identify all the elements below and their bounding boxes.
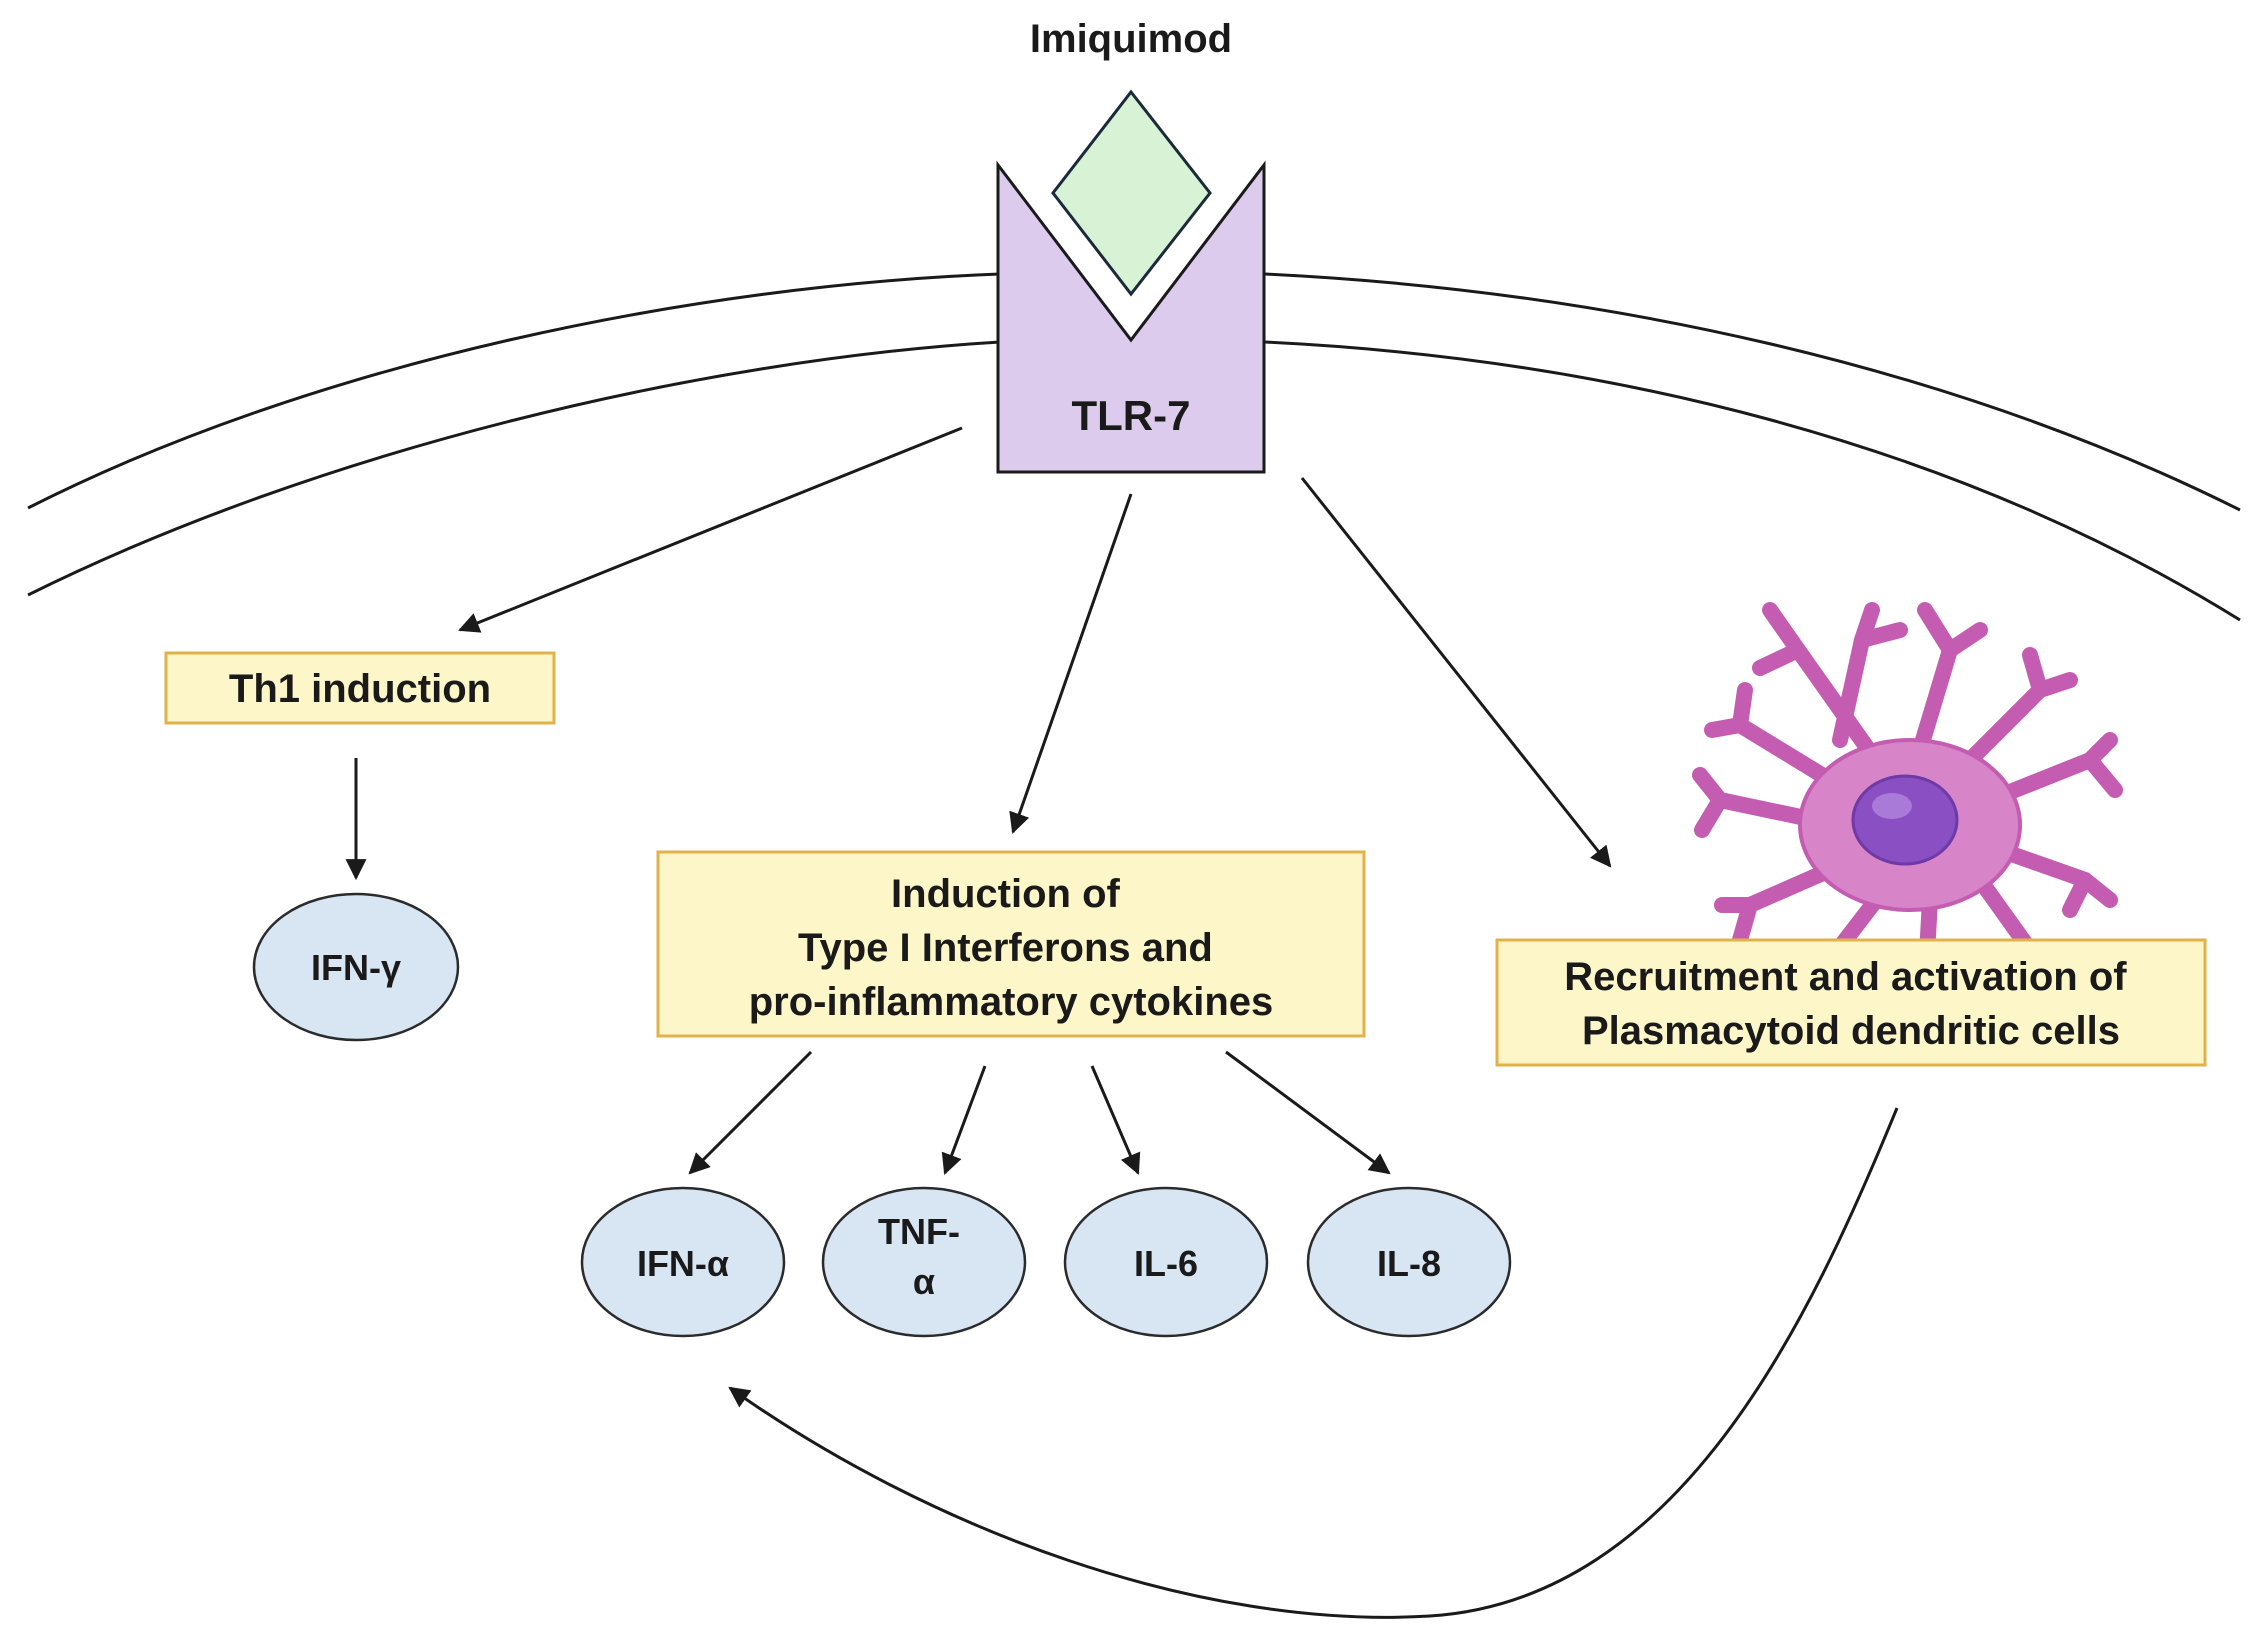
th1-induction-box	[164, 651, 556, 725]
arrow-tlr7-to-th1	[458, 426, 963, 633]
arrow-to-il6	[1090, 1065, 1141, 1175]
ifn-gamma-oval	[252, 892, 460, 1042]
ifn-alpha-label: IFN-α	[637, 1243, 729, 1284]
tnf-alpha-label: TNF- α	[878, 1211, 970, 1302]
cell-membrane-outer	[27, 272, 2241, 512]
il6-oval	[1063, 1186, 1269, 1338]
il8-oval	[1306, 1186, 1512, 1338]
pdc-recruitment-box	[1495, 938, 2207, 1067]
arrow-to-ifn-alpha	[688, 1050, 813, 1175]
cell-membrane-inner	[27, 340, 2241, 622]
imiquimod-label: Imiquimod	[1030, 17, 1232, 61]
imiquimod-ligand	[1051, 89, 1212, 297]
interferon-induction-label: Induction of Type I Interferons and pro-…	[749, 872, 1274, 1024]
arrow-to-il8	[1225, 1050, 1391, 1175]
arrow-pdc-to-ifn-alpha	[728, 1107, 1899, 1619]
pdc-recruitment-label: Recruitment and activation of Plasmacyto…	[1564, 955, 2137, 1053]
tlr7-receptor	[996, 160, 1266, 474]
ifn-alpha-oval	[580, 1186, 786, 1338]
tlr7-label: TLR-7	[1072, 392, 1191, 439]
arrow-tlr7-to-interferons	[1009, 493, 1133, 834]
arrow-tlr7-to-pdc	[1300, 477, 1612, 868]
il6-label: IL-6	[1134, 1243, 1198, 1284]
interferon-induction-box	[656, 850, 1366, 1038]
arrow-to-tnf-alpha	[941, 1065, 987, 1175]
th1-induction-label: Th1 induction	[229, 667, 491, 711]
tnf-alpha-oval	[821, 1186, 1027, 1338]
ifn-gamma-label: IFN-γ	[311, 947, 401, 988]
il8-label: IL-8	[1377, 1243, 1441, 1284]
plasmacytoid-dendritic-cell-icon	[1692, 602, 2123, 1018]
